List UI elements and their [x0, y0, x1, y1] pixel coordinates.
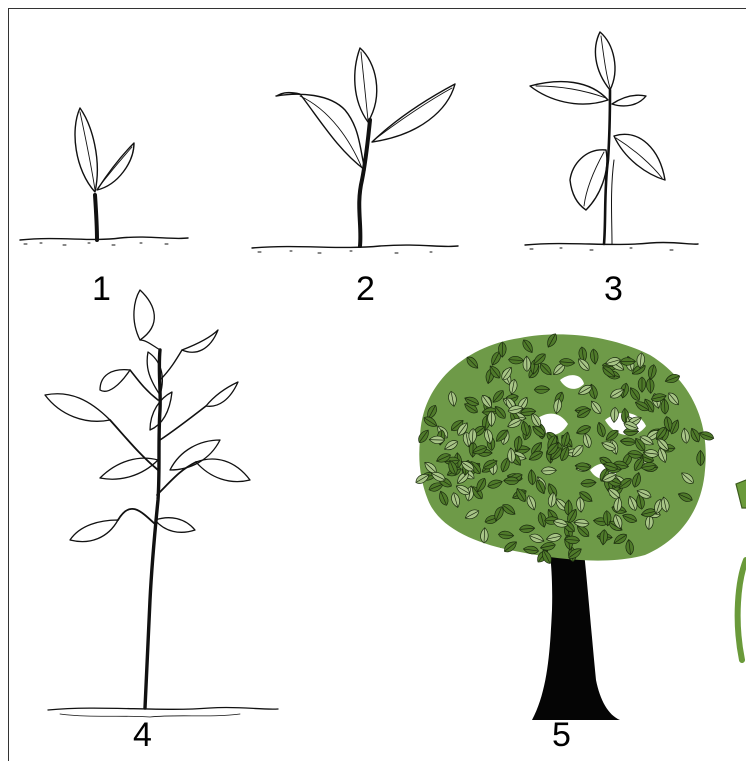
seedling-icon — [252, 48, 458, 253]
cycle-arrow-icon — [736, 480, 746, 660]
stage-label-3: 3 — [604, 272, 623, 306]
sprout-icon — [20, 108, 188, 245]
young-plant-icon — [525, 32, 698, 250]
stage-label-1: 1 — [92, 272, 111, 306]
stage-label-4: 4 — [133, 718, 152, 752]
sapling-icon — [45, 290, 278, 717]
mature-tree-icon — [414, 332, 715, 720]
stage-label-2: 2 — [356, 272, 375, 306]
stage-label-5: 5 — [552, 718, 571, 752]
